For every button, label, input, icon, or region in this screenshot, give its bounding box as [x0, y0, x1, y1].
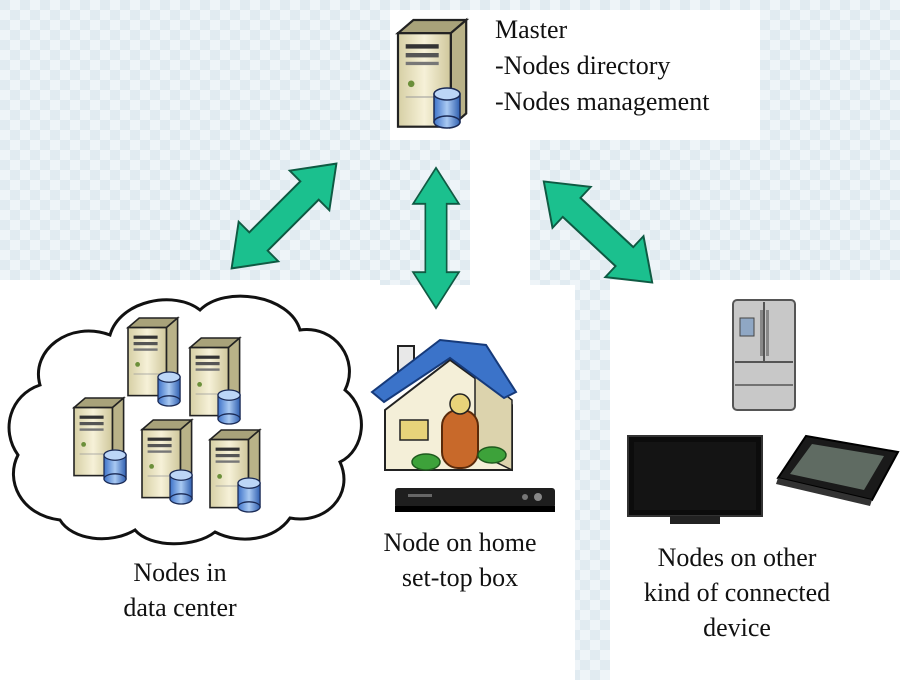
server-icon [73, 397, 127, 485]
home-label-line1: Node on home [383, 528, 537, 557]
server-icon [141, 419, 193, 505]
master-line-management: -Nodes management [495, 87, 710, 116]
tablet-icon [776, 434, 900, 506]
master-title: Master [495, 15, 568, 44]
server-icon [127, 317, 181, 407]
bidirectional-arrow-icon [210, 142, 358, 290]
bidirectional-arrow-icon [523, 160, 673, 304]
datacenter-label-line1: Nodes in [133, 558, 227, 587]
devices-label-line1: Nodes on other [657, 543, 817, 572]
master-line-directory: -Nodes directory [495, 51, 671, 80]
devices-label-line3: device [703, 613, 771, 642]
server-icon [189, 337, 241, 425]
tv-icon [627, 435, 763, 524]
devices-label-line2: kind of connected [643, 578, 831, 607]
master-database-icon [433, 87, 461, 129]
bidirectional-arrow-icon [412, 166, 460, 310]
set-top-box-icon [395, 488, 555, 512]
server-icon [209, 429, 261, 513]
house-icon [370, 338, 518, 472]
fridge-icon [732, 299, 796, 411]
home-label-line2: set-top box [401, 563, 519, 592]
datacenter-label-line2: data center [123, 593, 237, 622]
